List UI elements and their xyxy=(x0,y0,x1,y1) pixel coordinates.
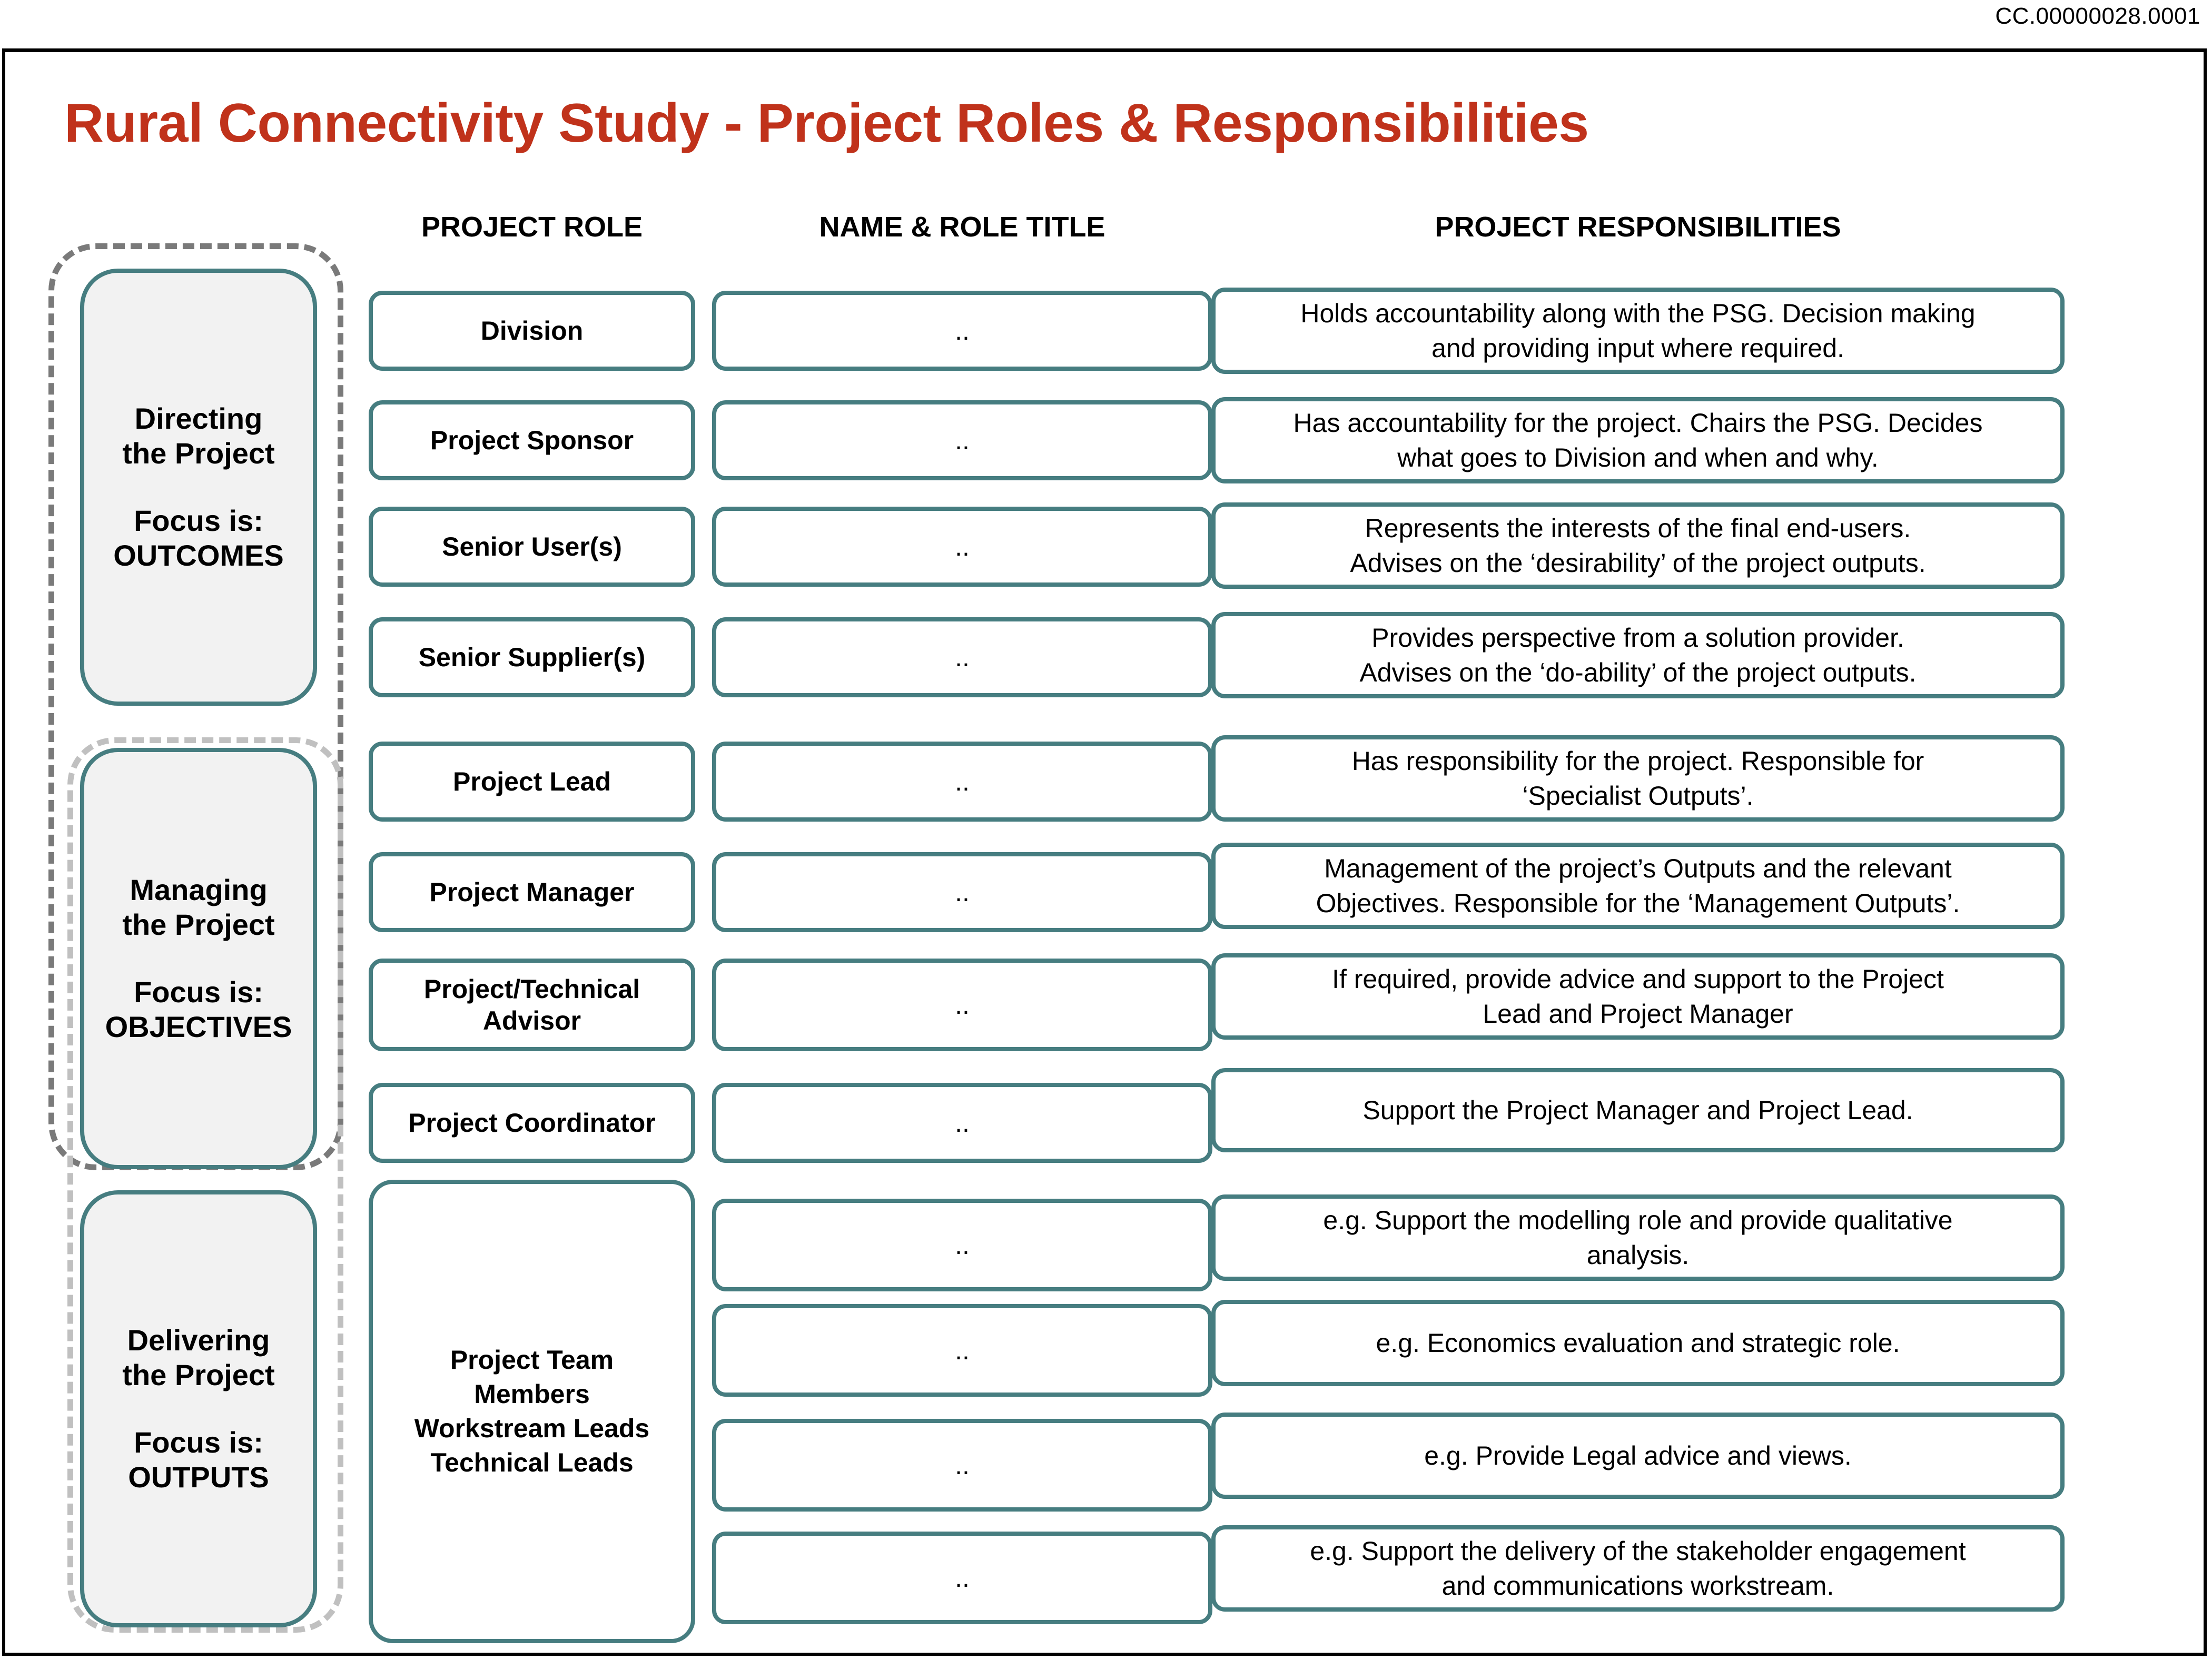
responsibility-line: e.g. Support the delivery of the stakeho… xyxy=(1310,1536,1966,1566)
name-role-title-card-1[interactable]: .. xyxy=(712,400,1212,480)
column-header-project-responsibilities: PROJECT RESPONSIBILITIES xyxy=(1435,211,1841,243)
phase-panel-directing[interactable]: Directing the Project Focus is: OUTCOMES xyxy=(80,269,317,706)
responsibility-line: and communications workstream. xyxy=(1441,1571,1834,1601)
responsibility-line: If required, provide advice and support … xyxy=(1332,964,1944,994)
phase-name: Directing the Project xyxy=(122,401,275,470)
phase-name: Managing the Project xyxy=(122,873,275,941)
name-role-title-card-4[interactable]: .. xyxy=(712,742,1212,822)
name-role-title-card-6[interactable]: .. xyxy=(712,959,1212,1051)
responsibility-line: analysis. xyxy=(1586,1240,1690,1270)
responsibility-line: Has accountability for the project. Chai… xyxy=(1293,408,1983,438)
responsibility-line: Advises on the ‘desirability’ of the pro… xyxy=(1350,548,1926,578)
responsibility-card-11: e.g. Support the delivery of the stakeho… xyxy=(1211,1525,2065,1612)
responsibility-card-8: e.g. Support the modelling role and prov… xyxy=(1211,1194,2065,1281)
name-role-title-card-8[interactable]: .. xyxy=(712,1199,1212,1291)
responsibility-line: Advises on the ‘do-ability’ of the proje… xyxy=(1359,658,1917,687)
responsibility-card-6: If required, provide advice and support … xyxy=(1211,953,2065,1040)
responsibility-line: Has responsibility for the project. Resp… xyxy=(1351,746,1924,776)
responsibility-line: Provides perspective from a solution pro… xyxy=(1371,623,1904,653)
responsibility-card-7: Support the Project Manager and Project … xyxy=(1211,1068,2065,1152)
name-role-title-card-3[interactable]: .. xyxy=(712,617,1212,697)
name-role-title-card-9[interactable]: .. xyxy=(712,1304,1212,1397)
role-card-1[interactable]: Project Sponsor xyxy=(369,400,695,480)
role-card-2[interactable]: Senior User(s) xyxy=(369,507,695,587)
role-card-5[interactable]: Project Manager xyxy=(369,852,695,932)
dashed-group-managing-delivering xyxy=(67,737,343,1633)
role-card-7[interactable]: Project Coordinator xyxy=(369,1083,695,1163)
responsibility-line: and providing input where required. xyxy=(1431,333,1844,363)
document-code: CC.00000028.0001 xyxy=(1995,3,2200,29)
phase-focus: Focus is: OBJECTIVES xyxy=(105,975,292,1044)
role-card-6[interactable]: Project/Technical Advisor xyxy=(369,959,695,1051)
responsibility-card-4: Has responsibility for the project. Resp… xyxy=(1211,735,2065,822)
responsibility-card-2: Represents the interests of the final en… xyxy=(1211,502,2065,589)
role-card-0[interactable]: Division xyxy=(369,291,695,371)
responsibility-line: Holds accountability along with the PSG.… xyxy=(1300,299,1976,328)
responsibility-line: Objectives. Responsible for the ‘Managem… xyxy=(1316,888,1960,918)
phase-focus: Focus is: OUTPUTS xyxy=(128,1426,269,1494)
column-header-name-role-title: NAME & ROLE TITLE xyxy=(819,211,1105,243)
responsibility-card-10: e.g. Provide Legal advice and views. xyxy=(1211,1413,2065,1499)
responsibility-line: Represents the interests of the final en… xyxy=(1365,514,1911,543)
name-role-title-card-2[interactable]: .. xyxy=(712,507,1212,587)
responsibility-card-9: e.g. Economics evaluation and strategic … xyxy=(1211,1300,2065,1386)
phase-panel-managing[interactable]: Managing the Project Focus is: OBJECTIVE… xyxy=(80,748,317,1169)
column-header-project-role: PROJECT ROLE xyxy=(421,211,643,243)
responsibility-line: what goes to Division and when and why. xyxy=(1397,443,1879,472)
name-role-title-card-11[interactable]: .. xyxy=(712,1532,1212,1624)
phase-panel-delivering[interactable]: Delivering the Project Focus is: OUTPUTS xyxy=(80,1190,317,1627)
name-role-title-card-7[interactable]: .. xyxy=(712,1083,1212,1163)
name-role-title-card-10[interactable]: .. xyxy=(712,1419,1212,1512)
responsibility-card-0: Holds accountability along with the PSG.… xyxy=(1211,288,2065,374)
responsibility-card-5: Management of the project’s Outputs and … xyxy=(1211,843,2065,929)
responsibility-line: e.g. Economics evaluation and strategic … xyxy=(1376,1328,1900,1358)
responsibility-line: Support the Project Manager and Project … xyxy=(1362,1095,1913,1125)
role-card-project-team[interactable]: Project Team Members Workstream Leads Te… xyxy=(369,1180,695,1643)
role-card-3[interactable]: Senior Supplier(s) xyxy=(369,617,695,697)
responsibility-line: Management of the project’s Outputs and … xyxy=(1324,854,1952,883)
page-title: Rural Connectivity Study - Project Roles… xyxy=(64,93,1589,154)
name-role-title-card-5[interactable]: .. xyxy=(712,852,1212,932)
responsibility-line: e.g. Provide Legal advice and views. xyxy=(1424,1441,1852,1470)
phase-name: Delivering the Project xyxy=(122,1323,275,1391)
name-role-title-card-0[interactable]: .. xyxy=(712,291,1212,371)
responsibility-card-1: Has accountability for the project. Chai… xyxy=(1211,397,2065,483)
responsibility-line: e.g. Support the modelling role and prov… xyxy=(1323,1206,1953,1235)
role-card-4[interactable]: Project Lead xyxy=(369,742,695,822)
responsibility-line: ‘Specialist Outputs’. xyxy=(1522,781,1754,811)
phase-focus: Focus is: OUTCOMES xyxy=(113,504,284,572)
responsibility-line: Lead and Project Manager xyxy=(1483,999,1793,1029)
responsibility-card-3: Provides perspective from a solution pro… xyxy=(1211,612,2065,698)
